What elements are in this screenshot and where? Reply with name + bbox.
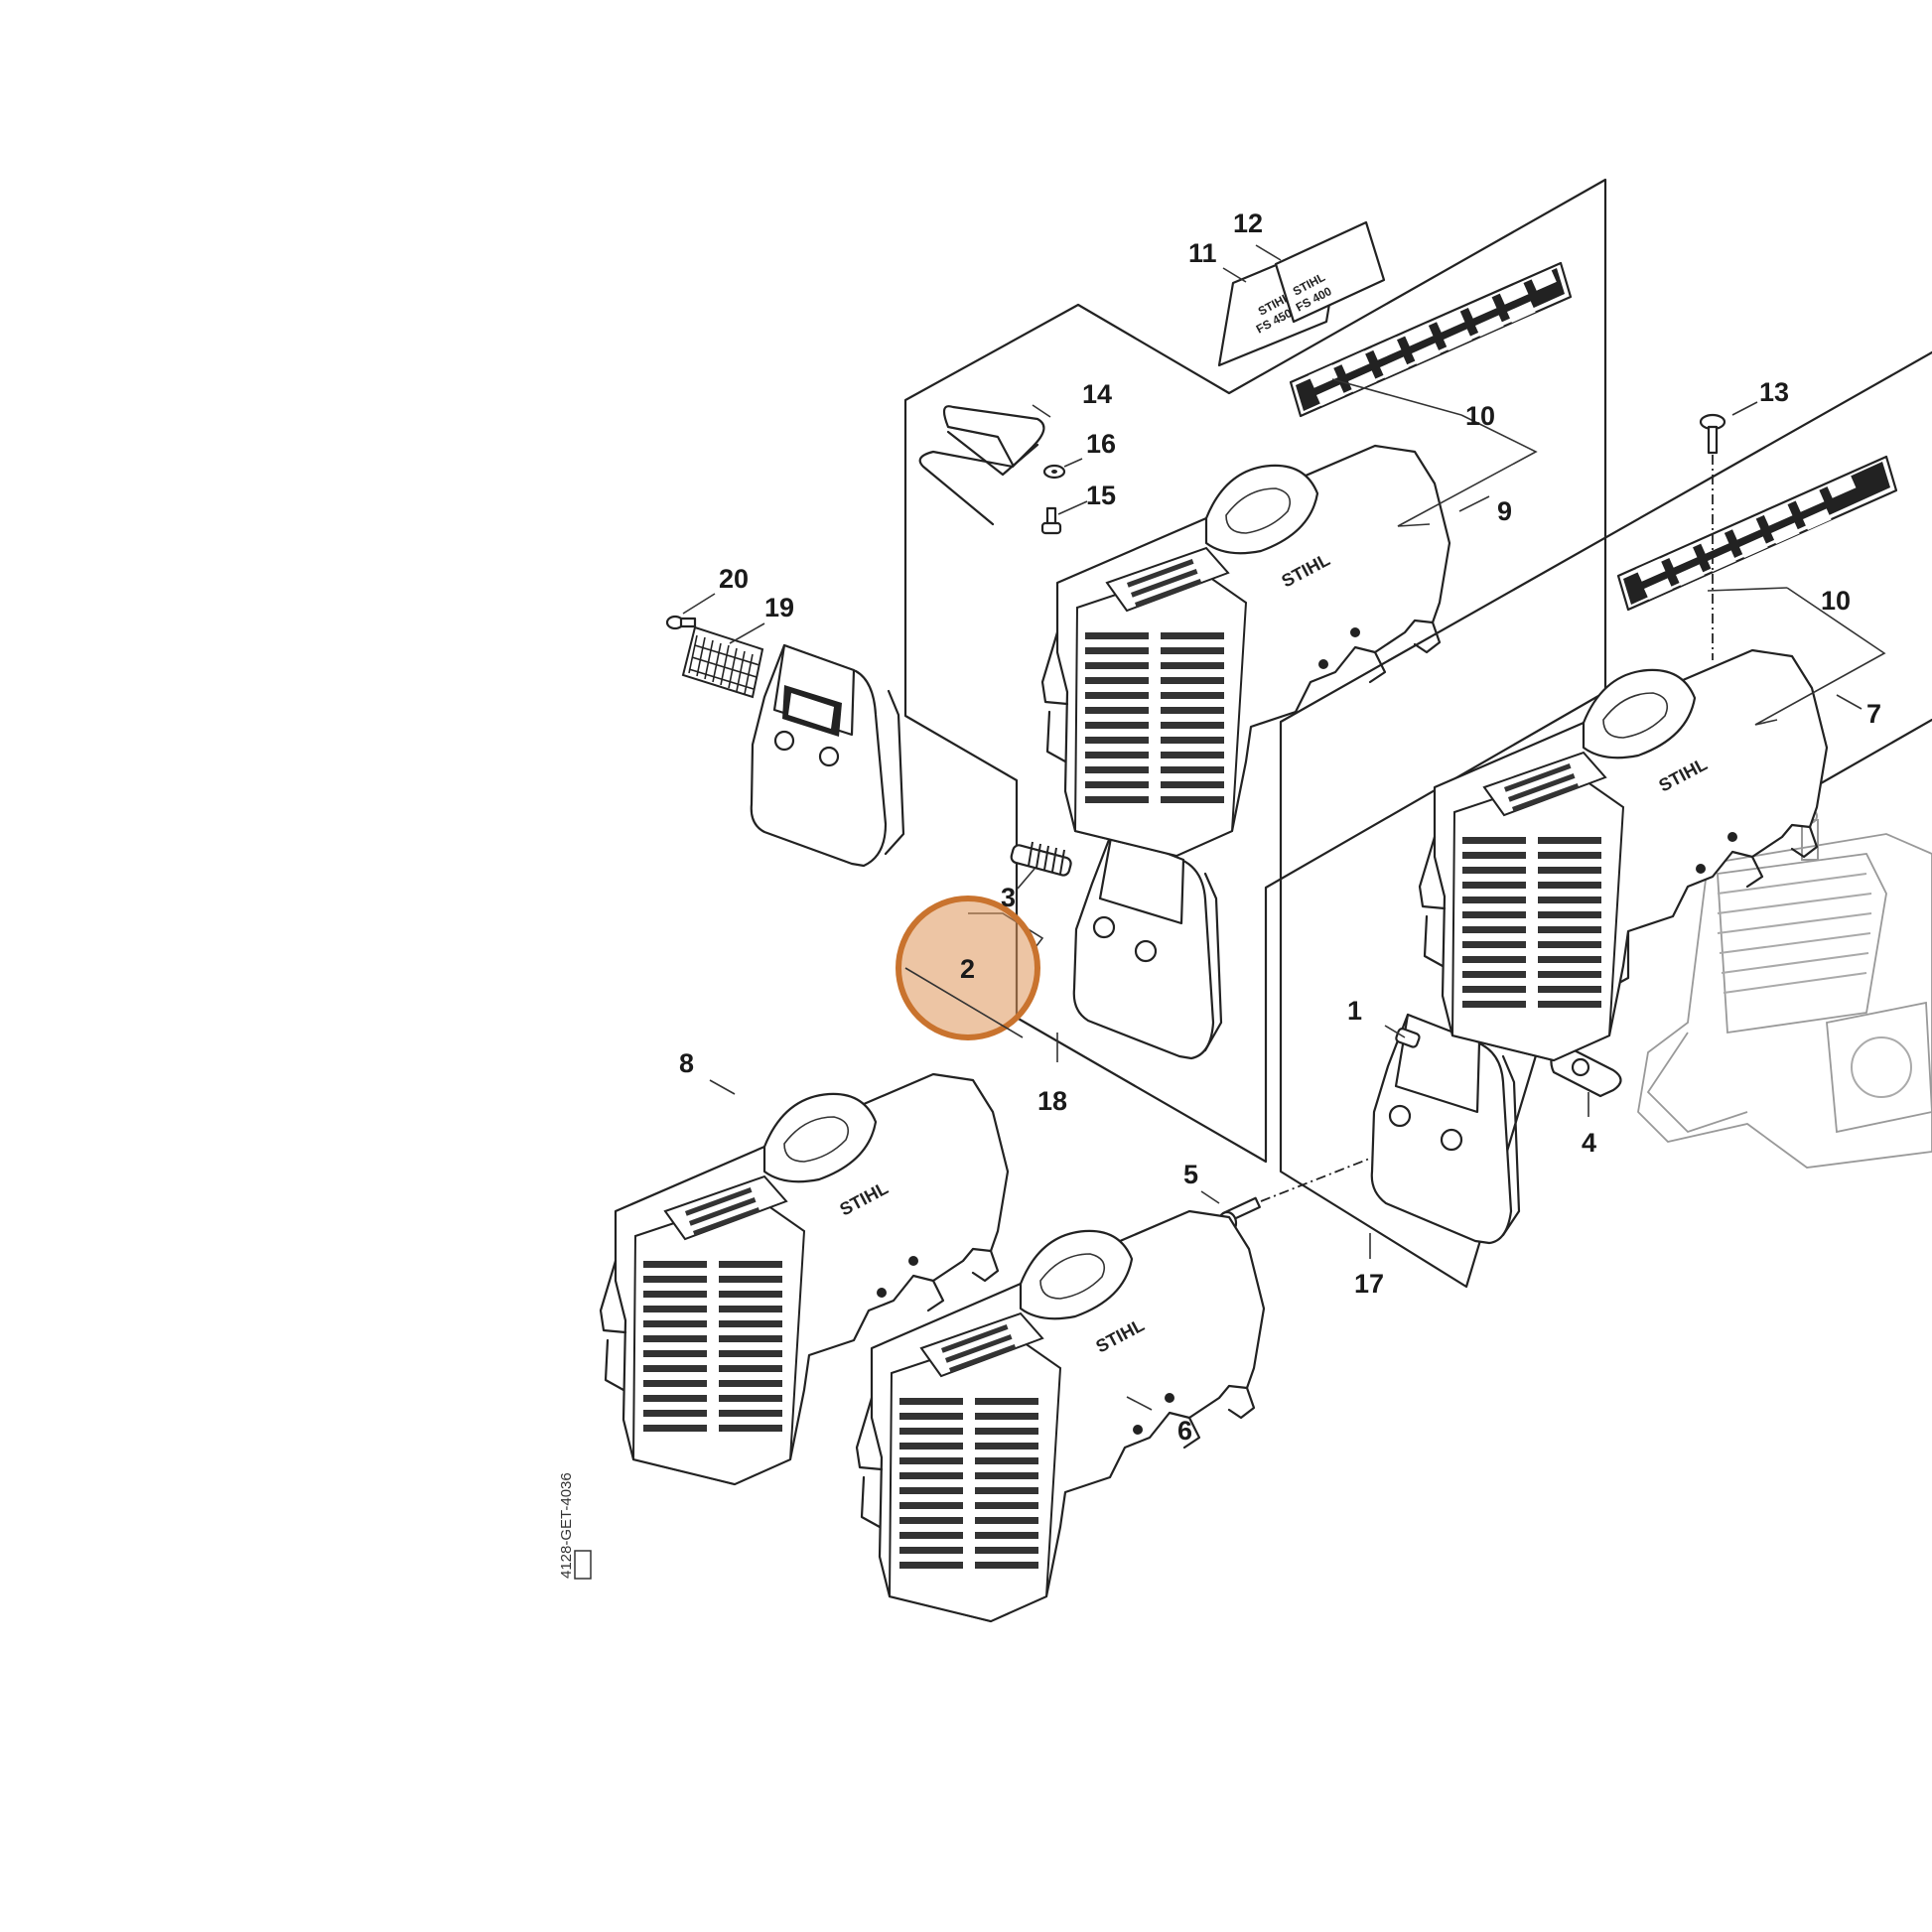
muffler-17 <box>1370 1013 1521 1245</box>
callout-20[interactable]: 20 <box>719 564 749 594</box>
screen-19 <box>681 625 764 699</box>
drawing-code: 4128-GET-4036 <box>558 1472 592 1580</box>
callout-13[interactable]: 13 <box>1759 377 1789 407</box>
callout-5[interactable]: 5 <box>1183 1160 1198 1189</box>
callout-12[interactable]: 12 <box>1233 208 1263 238</box>
callout-4[interactable]: 4 <box>1582 1128 1596 1158</box>
callout-11[interactable]: 11 <box>1188 238 1217 268</box>
muffler-19-assembly <box>750 643 905 868</box>
spark-arrestor-3 <box>1010 841 1072 877</box>
callout-10-lower[interactable]: 10 <box>1821 586 1851 616</box>
callout-15[interactable]: 15 <box>1086 481 1116 510</box>
callout-16[interactable]: 16 <box>1086 429 1116 459</box>
gasket-4 <box>1550 1040 1622 1098</box>
callout-10-upper[interactable]: 10 <box>1465 401 1495 431</box>
highlight-marker[interactable] <box>896 896 1040 1040</box>
callout-19[interactable]: 19 <box>764 593 794 622</box>
callout-9[interactable]: 9 <box>1497 496 1512 526</box>
callout-2[interactable]: 2 <box>960 954 975 984</box>
callout-14[interactable]: 14 <box>1082 379 1112 409</box>
engine-block <box>1637 808 1932 1169</box>
svg-text:4128-GET-4036: 4128-GET-4036 <box>558 1472 575 1579</box>
washer-16 <box>1042 464 1066 480</box>
callout-3[interactable]: 3 <box>1001 883 1016 912</box>
callout-7[interactable]: 7 <box>1866 699 1881 729</box>
decal-strip-10-lower <box>1616 455 1898 612</box>
callout-1[interactable]: 1 <box>1347 996 1362 1026</box>
wire-clip-14 <box>918 405 1045 526</box>
decal-12: STIHL FS 400 <box>1274 220 1386 324</box>
muffler-18 <box>1072 830 1223 1060</box>
callout-6[interactable]: 6 <box>1177 1416 1192 1446</box>
screw-15 <box>1040 506 1062 535</box>
callout-8[interactable]: 8 <box>679 1048 694 1078</box>
screw-13 <box>1699 413 1726 660</box>
cover-9: STIHL <box>1040 444 1451 858</box>
cover-8: STIHL <box>599 1072 1010 1486</box>
screw-20 <box>665 615 697 630</box>
decal-strip-10-upper <box>1289 261 1573 418</box>
cover-7: STIHL <box>1418 648 1829 1062</box>
callout-17[interactable]: 17 <box>1354 1269 1384 1299</box>
callout-18[interactable]: 18 <box>1037 1086 1067 1116</box>
cover-6: STIHL <box>855 1209 1266 1623</box>
callouts: 1 2 3 4 5 6 7 8 9 10 10 11 12 13 14 15 1… <box>679 208 1881 1446</box>
